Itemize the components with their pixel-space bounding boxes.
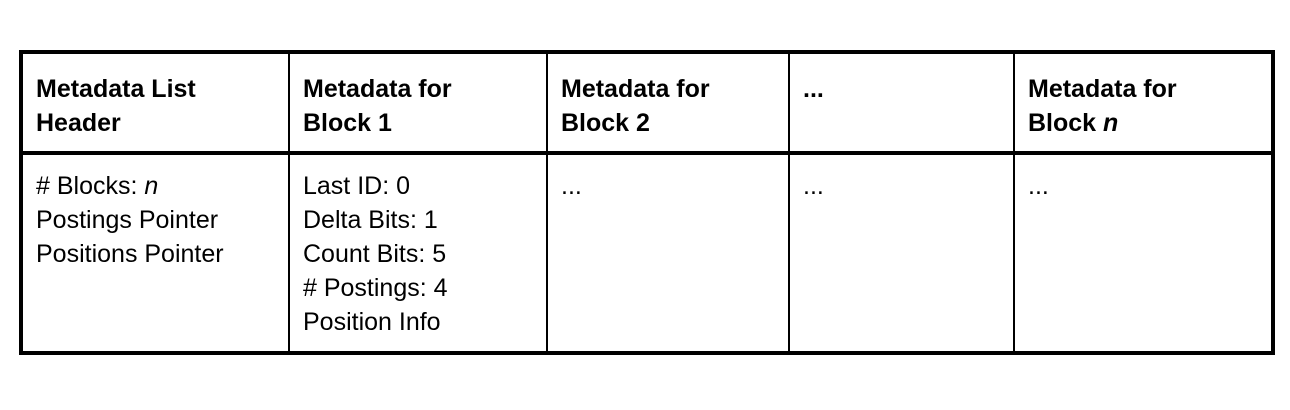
header-line: Header (36, 109, 121, 137)
header-cell-ellipsis: ... (788, 52, 1015, 155)
header-line: Metadata for (1028, 75, 1177, 103)
header-line: Block 1 (303, 109, 392, 137)
header-cell-metadata-block-1: Metadata for Block 1 (288, 52, 548, 155)
header-cell-metadata-block-n: Metadata for Block n (1013, 52, 1273, 155)
header-line: Metadata List (36, 75, 196, 103)
body-cell-metadata-block-2: ... (546, 153, 790, 353)
body-cell-metadata-block-1: Last ID: 0 Delta Bits: 1 Count Bits: 5 #… (288, 153, 548, 353)
body-line: Postings Pointer (36, 206, 219, 234)
block-count-variable: n (144, 172, 159, 200)
metadata-list-table-figure: Metadata List Header Metadata for Block … (19, 50, 1275, 355)
table-body-row: # Blocks: n Postings Pointer Positions P… (21, 153, 1273, 353)
body-line: Positions Pointer (36, 240, 224, 268)
header-line: Metadata for (561, 75, 710, 103)
body-ellipsis: ... (803, 172, 824, 200)
header-cell-metadata-block-2: Metadata for Block 2 (546, 52, 790, 155)
body-line-text: # Blocks: (36, 172, 145, 200)
body-line: Last ID: 0 (303, 172, 410, 200)
body-cell-ellipsis: ... (788, 153, 1015, 353)
body-ellipsis: ... (1028, 172, 1049, 200)
metadata-layout-table: Metadata List Header Metadata for Block … (19, 50, 1275, 355)
body-ellipsis: ... (561, 172, 582, 200)
body-line-with-variable: # Blocks: n (36, 169, 288, 203)
header-ellipsis: ... (803, 75, 824, 103)
header-line-with-variable: Block n (1028, 106, 1271, 140)
body-line: # Postings: 4 (303, 274, 448, 302)
body-cell-metadata-list-header: # Blocks: n Postings Pointer Positions P… (21, 153, 290, 353)
table-header-row: Metadata List Header Metadata for Block … (21, 52, 1273, 155)
body-line: Count Bits: 5 (303, 240, 447, 268)
body-cell-metadata-block-n: ... (1013, 153, 1273, 353)
header-line-text: Block (1028, 109, 1104, 137)
body-line: Position Info (303, 308, 441, 336)
header-line: Metadata for (303, 75, 452, 103)
block-index-variable: n (1103, 109, 1119, 137)
body-line: Delta Bits: 1 (303, 206, 438, 234)
header-cell-metadata-list-header: Metadata List Header (21, 52, 290, 155)
header-line: Block 2 (561, 109, 650, 137)
